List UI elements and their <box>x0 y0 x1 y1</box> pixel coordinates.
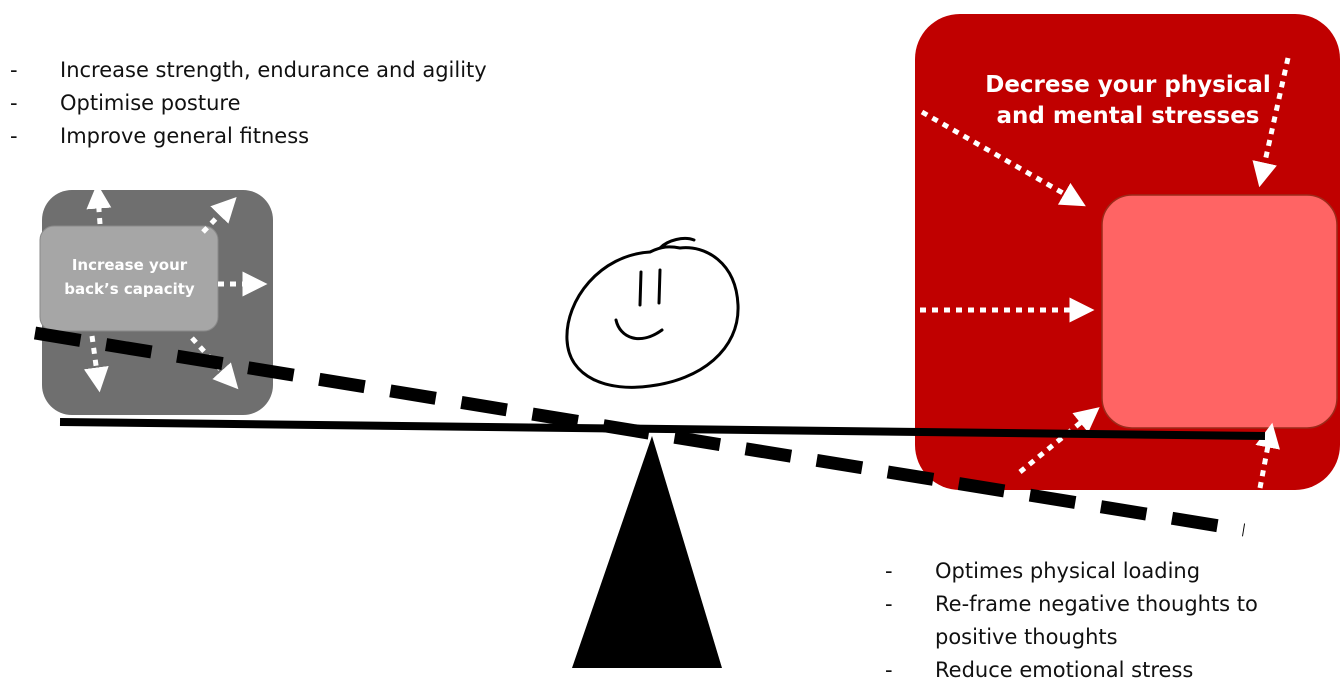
stress-inner-box <box>1101 194 1338 429</box>
arrow-icon <box>1255 422 1280 489</box>
list-item: Optimise posture <box>10 87 487 120</box>
arrow-icon <box>1252 57 1291 188</box>
arrow-icon <box>83 335 109 393</box>
list-item: Optimes physical loading <box>885 555 1344 588</box>
capacity-inner-box <box>39 225 219 332</box>
stress-list: Optimes physical loading Re-frame negati… <box>885 555 1344 687</box>
list-item-continuation: positive thoughts <box>935 625 1118 649</box>
arrow-icon <box>86 183 112 225</box>
stress-title-line1: Decrese your physical <box>985 72 1271 98</box>
capacity-label-line1: Increase your <box>71 256 188 274</box>
stress-arrows <box>920 57 1291 489</box>
fulcrum-triangle <box>572 436 722 668</box>
capacity-label-line2: back’s capacity <box>64 280 195 298</box>
stress-title-line2: and mental stresses <box>996 103 1260 129</box>
list-item: Reduce emotional stress <box>885 654 1344 687</box>
list-item: Improve general fitness <box>10 120 487 153</box>
level-beam <box>59 418 1266 440</box>
arrow-icon <box>1018 407 1100 474</box>
smiley-face-icon <box>565 236 740 389</box>
arrow-icon <box>920 109 1086 207</box>
list-item: Increase strength, endurance and agility <box>10 54 487 87</box>
capacity-list: Increase strength, endurance and agility… <box>10 54 487 153</box>
list-item: Re-frame negative thoughts to <box>885 588 1344 621</box>
capacity-label: Increase your back’s capacity <box>42 253 217 301</box>
stress-title: Decrese your physical and mental stresse… <box>918 70 1338 132</box>
